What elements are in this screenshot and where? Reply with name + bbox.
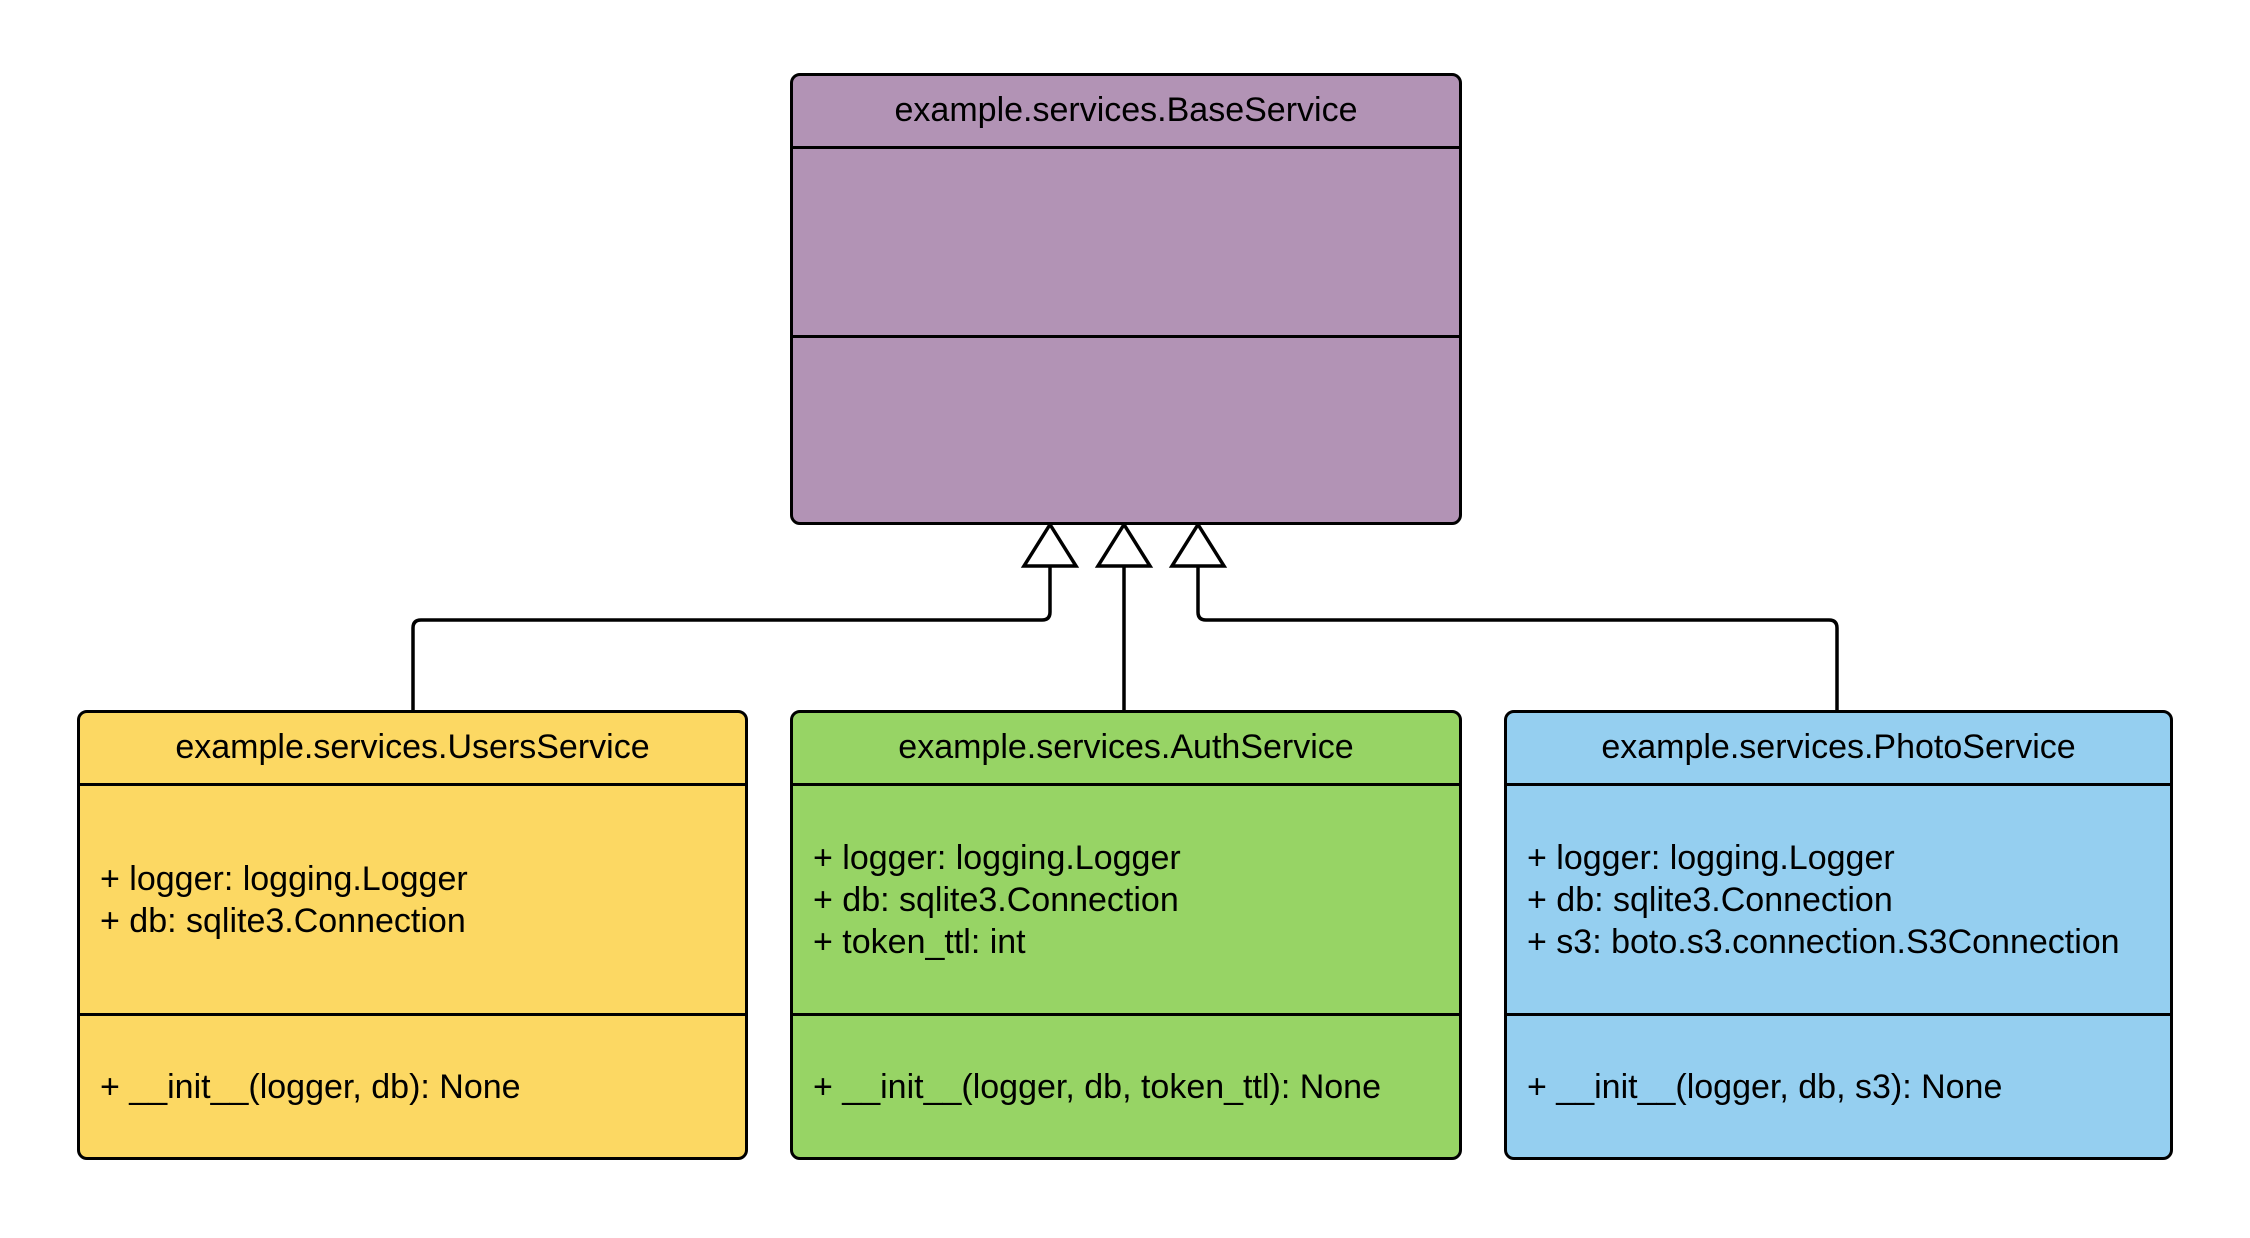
class-title: example.services.PhotoService	[1601, 728, 2076, 767]
methods-compartment	[793, 335, 1459, 522]
attribute-row: + logger: logging.Logger	[813, 838, 1181, 877]
inheritance-edge-users[interactable]	[411, 521, 1080, 711]
class-photo-service[interactable]: example.services.PhotoService + logger: …	[1504, 710, 2173, 1160]
method-row: + __init__(logger, db): None	[100, 1067, 521, 1106]
class-title: example.services.UsersService	[175, 728, 650, 767]
attribute-row: + logger: logging.Logger	[100, 859, 468, 898]
attributes-compartment: + logger: logging.Logger + db: sqlite3.C…	[1507, 783, 2170, 1013]
attribute-row: + logger: logging.Logger	[1527, 838, 1895, 877]
attributes-compartment: + logger: logging.Logger + db: sqlite3.C…	[793, 783, 1459, 1013]
inheritance-arrowhead-icon	[1168, 521, 1228, 568]
attributes-compartment	[793, 146, 1459, 335]
class-title: example.services.BaseService	[894, 91, 1358, 130]
methods-compartment: + __init__(logger, db, token_ttl): None	[793, 1013, 1459, 1157]
class-auth-service[interactable]: example.services.AuthService + logger: l…	[790, 710, 1462, 1160]
attributes-compartment: + logger: logging.Logger + db: sqlite3.C…	[80, 783, 745, 1013]
class-base-service[interactable]: example.services.BaseService	[790, 73, 1462, 525]
class-title: example.services.AuthService	[898, 728, 1354, 767]
inheritance-edge-photo[interactable]	[1168, 521, 1839, 711]
attribute-row: + db: sqlite3.Connection	[813, 880, 1179, 919]
method-row: + __init__(logger, db, token_ttl): None	[813, 1067, 1381, 1106]
class-users-service[interactable]: example.services.UsersService + logger: …	[77, 710, 748, 1160]
inheritance-edge-auth[interactable]	[1094, 521, 1154, 711]
inheritance-arrowhead-icon	[1094, 521, 1154, 568]
attribute-row: + db: sqlite3.Connection	[100, 901, 466, 940]
edge-line	[1196, 564, 1839, 710]
inheritance-arrowhead-icon	[1020, 521, 1080, 568]
edge-line	[411, 564, 1052, 710]
attribute-row: + db: sqlite3.Connection	[1527, 880, 1893, 919]
method-row: + __init__(logger, db, s3): None	[1527, 1067, 2003, 1106]
attribute-row: + token_ttl: int	[813, 922, 1026, 961]
attribute-row: + s3: boto.s3.connection.S3Connection	[1527, 922, 2120, 961]
methods-compartment: + __init__(logger, db, s3): None	[1507, 1013, 2170, 1157]
methods-compartment: + __init__(logger, db): None	[80, 1013, 745, 1157]
